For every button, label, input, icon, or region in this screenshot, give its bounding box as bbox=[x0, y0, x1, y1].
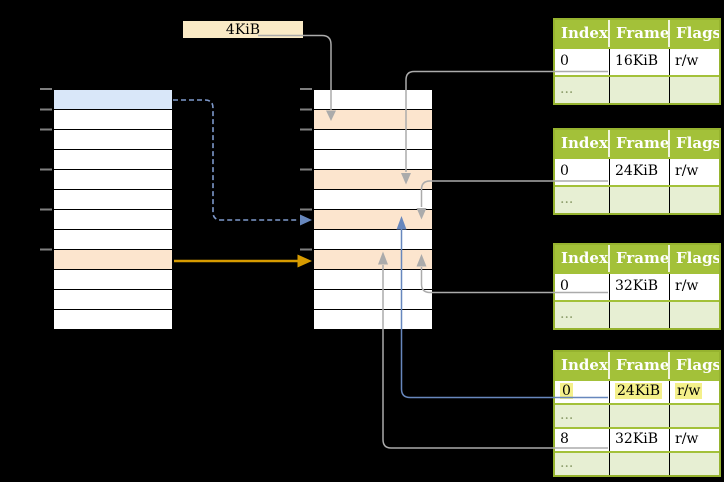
physical-memory-column-row-7 bbox=[314, 230, 432, 250]
physical-memory-column-row-2 bbox=[314, 130, 432, 150]
page-table-at-16kib-header-index: Index bbox=[555, 20, 610, 47]
physical-memory-column bbox=[313, 89, 433, 330]
page-table-at-16kib-row-0-cell-1: 16KiB bbox=[610, 49, 670, 75]
page-table-level1-row-0-cell-1: 24KiB bbox=[610, 381, 670, 403]
page-table-level1-row-0-cell-2: r/w bbox=[670, 381, 719, 403]
highlighted-value: 24KiB bbox=[615, 383, 663, 399]
virtual-memory-column-row-3 bbox=[54, 150, 172, 170]
page-table-level1-row-3-cell-0: ... bbox=[555, 453, 610, 475]
page-size-label: 4KiB bbox=[183, 21, 303, 38]
page-table-level1-header-index: Index bbox=[555, 352, 610, 379]
page-table-at-24kib-row-1: ... bbox=[555, 185, 719, 213]
highlighted-value: 0 bbox=[560, 383, 573, 399]
physical-memory-column-row-11 bbox=[314, 310, 432, 329]
page-table-at-16kib-header-flags: Flags bbox=[676, 24, 719, 42]
page-table-at-32kib-row-0-cell-2: r/w bbox=[675, 278, 699, 294]
virtual-memory-column-row-7 bbox=[54, 230, 172, 250]
virtual-memory-column-row-5 bbox=[54, 190, 172, 210]
page-table-at-24kib-row-0-cell-0: 0 bbox=[555, 159, 610, 185]
page-size-label-text: 4KiB bbox=[225, 22, 261, 38]
page-table-level1-header-frame: Frame bbox=[610, 352, 670, 379]
page-table-at-16kib-header-frame: Frame bbox=[610, 20, 670, 47]
page-table-at-24kib-row-1-cell-1 bbox=[610, 187, 670, 213]
page-table-at-24kib-row-1-cell-0: ... bbox=[555, 187, 610, 213]
page-table-at-32kib-row-1-cell-0: ... bbox=[555, 302, 610, 328]
page-table-level1-row-3: ... bbox=[555, 451, 719, 475]
virtual-memory-column-row-8 bbox=[54, 250, 172, 270]
page-table-at-32kib-row-1: ... bbox=[555, 300, 719, 328]
page-table-at-32kib-header-frame: Frame bbox=[610, 245, 670, 272]
page-table-at-24kib-header-frame: Frame bbox=[610, 130, 670, 157]
page-table-at-24kib-row-0-cell-2: r/w bbox=[675, 163, 699, 179]
orange-mapping-arrow bbox=[174, 254, 312, 268]
virtual-memory-column-row-9 bbox=[54, 270, 172, 290]
physical-memory-column-row-4 bbox=[314, 170, 432, 190]
physical-memory-column-row-8 bbox=[314, 250, 432, 270]
physical-memory-column-row-10 bbox=[314, 290, 432, 310]
page-table-at-32kib-header-index: Index bbox=[555, 245, 610, 272]
page-table-level1-row-0-cell-0: 0 bbox=[555, 381, 610, 403]
page-table-at-32kib-row-1-cell-1 bbox=[610, 302, 670, 328]
virtual-memory-column-row-0 bbox=[54, 90, 172, 110]
highlighted-value: r/w bbox=[675, 383, 703, 399]
virtual-memory-column-row-2 bbox=[54, 130, 172, 150]
page-table-at-32kib-row-1-cell-2 bbox=[670, 302, 719, 328]
physical-memory-column-row-6 bbox=[314, 210, 432, 230]
dashed-translation-arrow bbox=[173, 99, 312, 226]
page-table-at-32kib-row-0-cell-1: 32KiB bbox=[610, 274, 670, 300]
page-table-level1-row-3-cell-2 bbox=[670, 453, 719, 475]
page-table-at-32kib-header-flags: Flags bbox=[676, 249, 719, 267]
page-table-level1-row-2-cell-0: 8 bbox=[555, 429, 610, 451]
page-table-level1-header-flags: Flags bbox=[676, 356, 719, 374]
page-table-at-24kib-header-flags: Flags bbox=[676, 134, 719, 152]
page-table-at-16kib-row-0-cell-2: r/w bbox=[675, 53, 699, 69]
virtual-memory-column-row-1 bbox=[54, 110, 172, 130]
page-table-level1-row-2-cell-2: r/w bbox=[675, 431, 699, 447]
page-table-level1-row-1-cell-2 bbox=[670, 405, 719, 427]
page-table-level1-row-3-cell-1 bbox=[610, 453, 670, 475]
virtual-memory-column bbox=[53, 89, 173, 330]
page-table-level1-row-1-cell-1 bbox=[610, 405, 670, 427]
physical-memory-column-row-3 bbox=[314, 150, 432, 170]
address-ticks-virtual bbox=[40, 88, 52, 251]
page-table-at-16kib-row-1: ... bbox=[555, 75, 719, 103]
physical-memory-column-row-1 bbox=[314, 110, 432, 130]
page-table-at-32kib-row-0-cell-0: 0 bbox=[555, 274, 610, 300]
page-table-at-16kib-row-1-cell-0: ... bbox=[555, 77, 610, 103]
page-table-at-16kib-row-1-cell-1 bbox=[610, 77, 670, 103]
virtual-memory-column-row-11 bbox=[54, 310, 172, 329]
page-table-level1-row-1: ... bbox=[555, 403, 719, 427]
page-table-at-24kib-row-0-cell-1: 24KiB bbox=[610, 159, 670, 185]
page-table-at-16kib-row-0-cell-0: 0 bbox=[555, 49, 610, 75]
address-ticks-physical bbox=[300, 88, 312, 251]
virtual-memory-column-row-4 bbox=[54, 170, 172, 190]
physical-memory-column-row-9 bbox=[314, 270, 432, 290]
page-table-level1-row-0: 0 24KiB r/w bbox=[555, 379, 719, 403]
physical-memory-column-row-0 bbox=[314, 90, 432, 110]
page-table-at-24kib-header-index: Index bbox=[555, 130, 610, 157]
virtual-memory-column-row-6 bbox=[54, 210, 172, 230]
page-table-at-16kib-row-1-cell-2 bbox=[670, 77, 719, 103]
page-table-level1-row-2-cell-1: 32KiB bbox=[610, 429, 670, 451]
physical-memory-column-row-5 bbox=[314, 190, 432, 210]
page-table-at-24kib-row-1-cell-2 bbox=[670, 187, 719, 213]
page-table-level1-row-1-cell-0: ... bbox=[555, 405, 610, 427]
virtual-memory-column-row-10 bbox=[54, 290, 172, 310]
